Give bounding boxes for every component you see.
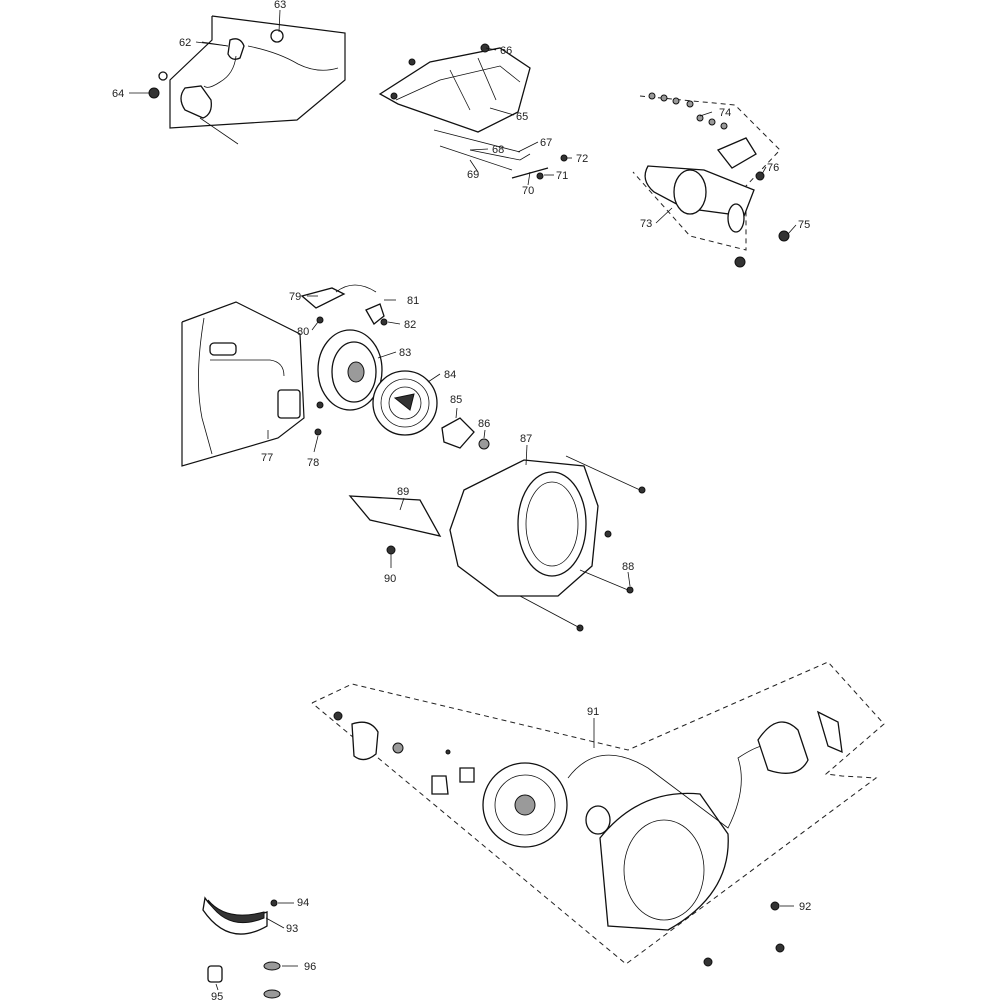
sensor-bracket-assembly: [148, 15, 346, 145]
label-86: 86: [478, 418, 490, 430]
label-75: 75: [798, 219, 810, 231]
part-number-labels: 62 63 64 65 66 67 68 69 70 71 72 73 74 7…: [112, 0, 811, 1000]
label-64: 64: [112, 88, 124, 100]
top-cover-assembly: [378, 43, 568, 180]
label-68: 68: [492, 144, 504, 156]
ignition-coil-assembly: [181, 301, 324, 467]
label-73: 73: [640, 218, 652, 230]
label-66: 66: [500, 45, 512, 57]
recoil-starter-assembly: [202, 661, 885, 999]
label-77: 77: [261, 452, 273, 464]
label-79: 79: [289, 291, 301, 303]
flywheel-assembly: [300, 284, 490, 450]
starter-motor-assembly: [632, 92, 790, 268]
label-92: 92: [799, 901, 811, 913]
leader-lines: [129, 9, 797, 991]
label-70: 70: [522, 185, 534, 197]
label-62: 62: [179, 37, 191, 49]
label-90: 90: [384, 573, 396, 585]
label-69: 69: [467, 169, 479, 181]
label-87: 87: [520, 433, 532, 445]
label-74: 74: [719, 107, 731, 119]
label-82: 82: [404, 319, 416, 331]
label-85: 85: [450, 394, 462, 406]
terminal-cluster: [648, 92, 728, 130]
blower-housing-assembly: [348, 455, 646, 632]
label-81: 81: [407, 295, 419, 307]
label-83: 83: [399, 347, 411, 359]
label-67: 67: [540, 137, 552, 149]
label-65: 65: [516, 111, 528, 123]
label-76: 76: [767, 162, 779, 174]
cooling-fan: [372, 370, 438, 436]
label-91: 91: [587, 706, 599, 718]
label-63: 63: [274, 0, 286, 11]
label-84: 84: [444, 369, 456, 381]
label-96: 96: [304, 961, 316, 973]
label-71: 71: [556, 170, 568, 182]
label-72: 72: [576, 153, 588, 165]
label-88: 88: [622, 561, 634, 573]
label-95: 95: [211, 991, 223, 1000]
label-89: 89: [397, 486, 409, 498]
label-78: 78: [307, 457, 319, 469]
label-80: 80: [297, 326, 309, 338]
label-93: 93: [286, 923, 298, 935]
label-94: 94: [297, 897, 309, 909]
